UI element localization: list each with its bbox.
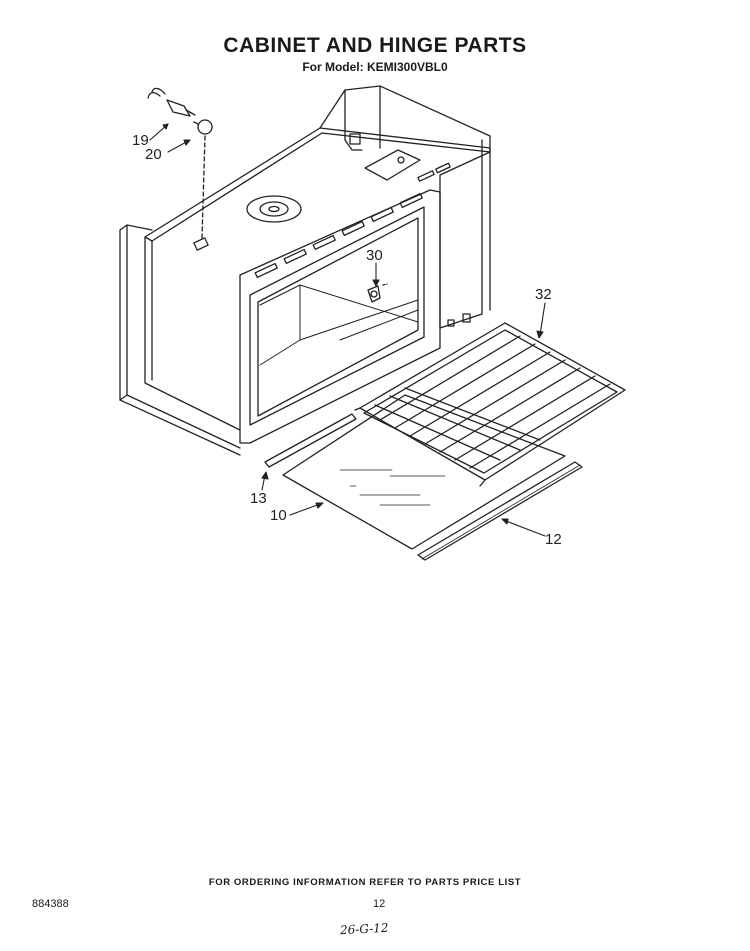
interior-cavity: [259, 284, 419, 366]
model-subtitle: For Model: KEMI300VBL0: [302, 60, 448, 74]
lamp-socket-part-19: [147, 87, 196, 117]
handwritten-note: 26-G-12: [339, 920, 389, 938]
front-trim-part-13: [264, 413, 357, 468]
page-number: 12: [373, 898, 386, 910]
callout-12: 12: [545, 531, 562, 548]
stirrer-cover: [246, 195, 302, 223]
vent-slots: [254, 162, 451, 279]
lamp-opening: [193, 237, 209, 251]
oven-rack-part-32: [354, 322, 626, 487]
leader-lines: [149, 123, 546, 537]
callout-32: 32: [535, 286, 552, 303]
callout-30: 30: [366, 247, 383, 264]
lamp-bulb-part-20: [193, 119, 213, 135]
page-title: CABINET AND HINGE PARTS: [223, 34, 527, 57]
callout-20: 20: [145, 146, 162, 163]
callout-19: 19: [132, 132, 149, 149]
callout-13: 13: [250, 490, 267, 507]
ordering-note: FOR ORDERING INFORMATION REFER TO PARTS …: [208, 877, 522, 888]
cabinet-shell: [144, 85, 491, 431]
front-frame: [239, 162, 451, 444]
callout-10: 10: [270, 507, 287, 524]
document-number: 884388: [32, 898, 69, 910]
cabinet-side-panel: [119, 224, 241, 456]
bulb-assembly-line: [201, 135, 206, 239]
hinge-pin-part-30: [367, 283, 388, 303]
bottom-trim-part-12: [417, 461, 583, 561]
glass-tray-part-10: [282, 394, 566, 550]
rear-bracket: [344, 133, 421, 181]
